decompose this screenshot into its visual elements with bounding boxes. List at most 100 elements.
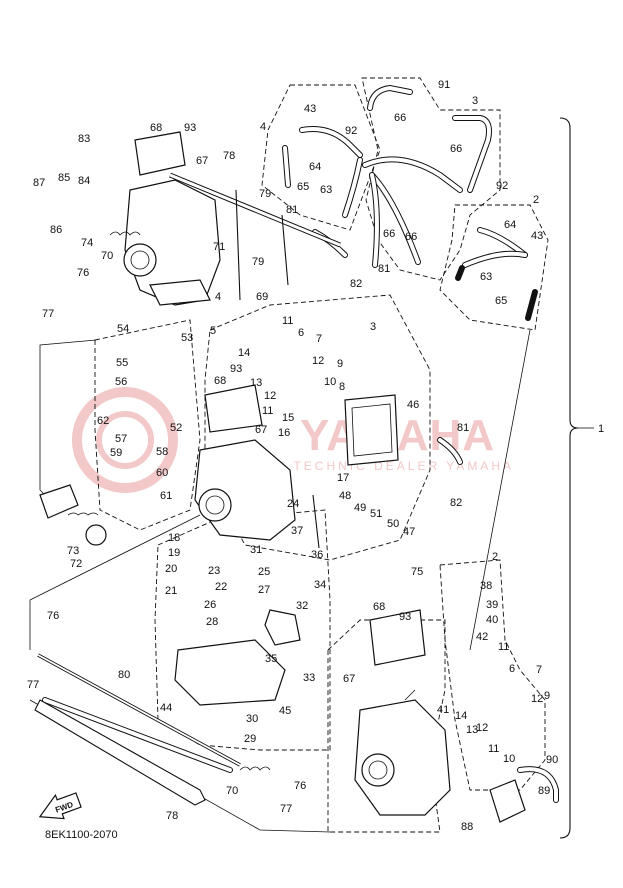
callout-39: 39 [486, 599, 498, 611]
callout-66: 66 [405, 231, 417, 243]
callout-50: 50 [387, 518, 399, 530]
callout-70: 70 [226, 785, 238, 797]
callout-41: 41 [437, 704, 449, 716]
callout-12: 12 [312, 355, 324, 367]
callout-24: 24 [287, 498, 299, 510]
callout-51: 51 [370, 508, 382, 520]
callout-35: 35 [265, 653, 277, 665]
callout-2: 2 [492, 551, 498, 563]
callout-65: 65 [495, 295, 507, 307]
callout-7: 7 [316, 333, 322, 345]
callout-93: 93 [230, 363, 242, 375]
callout-5: 5 [210, 325, 216, 337]
callout-16: 16 [278, 427, 290, 439]
carburetor-middle [174, 384, 296, 706]
callout-22: 22 [215, 581, 227, 593]
callout-11: 11 [498, 641, 509, 653]
callout-71: 71 [213, 241, 225, 253]
callout-82: 82 [350, 278, 362, 290]
callout-77: 77 [42, 308, 54, 320]
callout-6: 6 [509, 663, 515, 675]
float-chamber-gasket [344, 394, 399, 466]
callout-18: 18 [168, 532, 180, 544]
callout-10: 10 [503, 753, 515, 765]
callout-60: 60 [156, 467, 168, 479]
callout-55: 55 [116, 357, 128, 369]
callout-32: 32 [296, 600, 308, 612]
callout-36: 36 [311, 549, 323, 561]
callout-12: 12 [531, 693, 543, 705]
callout-8: 8 [339, 381, 345, 393]
callout-17: 17 [337, 472, 349, 484]
callout-49: 49 [354, 502, 366, 514]
callout-68: 68 [373, 601, 385, 613]
callout-66: 66 [383, 228, 395, 240]
callout-31: 31 [250, 544, 262, 556]
hoses [42, 84, 559, 803]
callout-14: 14 [238, 347, 250, 359]
carburetor-top-left [123, 131, 221, 306]
callout-59: 59 [110, 447, 122, 459]
callout-19: 19 [168, 547, 180, 559]
callout-11: 11 [488, 743, 499, 755]
callout-15: 15 [282, 412, 294, 424]
callout-2: 2 [533, 194, 539, 206]
callout-61: 61 [160, 490, 172, 502]
callout-86: 86 [50, 224, 62, 236]
callout-74: 74 [81, 237, 93, 249]
callout-77: 77 [27, 679, 39, 691]
callout-64: 64 [309, 161, 321, 173]
callout-81: 81 [457, 422, 469, 434]
callout-4: 4 [215, 291, 221, 303]
callout-78: 78 [166, 810, 178, 822]
callout-70: 70 [101, 250, 113, 262]
callout-63: 63 [480, 271, 492, 283]
callout-67: 67 [255, 424, 267, 436]
carburetor-bottom-right [354, 609, 451, 816]
callout-65: 65 [297, 181, 309, 193]
callout-7: 7 [536, 664, 542, 676]
callout-13: 13 [250, 377, 262, 389]
callout-4: 4 [260, 121, 266, 133]
callout-14: 14 [455, 710, 467, 722]
callout-46: 46 [407, 399, 419, 411]
callout-77: 77 [280, 803, 292, 815]
callout-12: 12 [264, 390, 276, 402]
callout-52: 52 [170, 422, 182, 434]
watermark-subtext: VI TECHNIC DEALER YAMAHA [270, 459, 514, 473]
callout-93: 93 [399, 611, 411, 623]
leader-lines [29, 329, 531, 833]
callout-10: 10 [324, 376, 336, 388]
callout-66: 66 [450, 143, 462, 155]
callout-9: 9 [337, 358, 343, 370]
misc-parts [39, 231, 526, 823]
callout-47: 47 [403, 526, 415, 538]
callout-83: 83 [78, 133, 90, 145]
watermark: YAMAHA VI TECHNIC DEALER YAMAHA [72, 387, 514, 493]
callout-73: 73 [67, 545, 79, 557]
callout-23: 23 [208, 565, 220, 577]
callout-6: 6 [298, 327, 304, 339]
callout-87: 87 [33, 177, 45, 189]
callout-80: 80 [118, 669, 130, 681]
callout-84: 84 [78, 175, 90, 187]
drawing-code: 8EK1100-2070 [45, 829, 118, 841]
rods [34, 172, 341, 806]
callout-90: 90 [546, 754, 558, 766]
callout-68: 68 [150, 122, 162, 134]
callout-27: 27 [258, 584, 270, 596]
callout-44: 44 [160, 702, 172, 714]
callout-92: 92 [496, 180, 508, 192]
callout-82: 82 [450, 497, 462, 509]
callout-76: 76 [47, 610, 59, 622]
callout-48: 48 [339, 490, 351, 502]
callout-33: 33 [303, 672, 315, 684]
callout-79: 79 [252, 256, 264, 268]
callout-21: 21 [165, 585, 177, 597]
callout-40: 40 [486, 614, 498, 626]
callout-42: 42 [476, 631, 488, 643]
callout-26: 26 [204, 599, 216, 611]
callout-43: 43 [304, 103, 316, 115]
callout-3: 3 [472, 95, 478, 107]
